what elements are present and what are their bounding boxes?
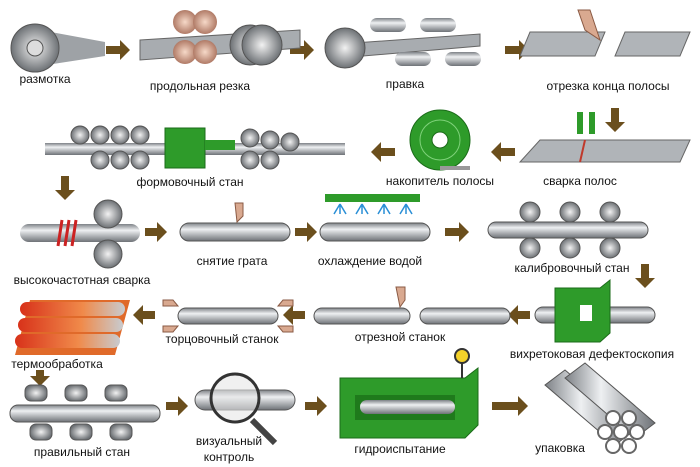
arrow-down	[635, 264, 655, 288]
label-cutting-machine: отрезной станок	[354, 330, 446, 344]
deburring-illustration	[179, 202, 291, 242]
slitting-illustration	[139, 10, 301, 66]
arrow-right	[290, 40, 314, 60]
packing-illustration	[544, 362, 656, 454]
arrow-right	[106, 40, 130, 60]
label-strip-end-cutting: отрезка конца полосы	[546, 79, 670, 93]
heat-treatment-illustration	[15, 300, 130, 355]
strip-end-cutting-illustration	[519, 9, 691, 57]
strip-welding-illustration	[518, 112, 691, 163]
unwinding-coil-illustration	[10, 23, 105, 73]
arrow-left	[133, 305, 155, 325]
visual-inspection-illustration	[194, 372, 296, 446]
arrow-right	[295, 222, 317, 242]
flow-arrows	[30, 40, 655, 416]
cutting-machine-illustration	[313, 286, 511, 325]
arrow-down	[55, 176, 75, 200]
eddy-current-illustration	[534, 278, 656, 343]
arrow-left	[508, 305, 530, 325]
forming-mill-illustration	[45, 125, 345, 170]
strip-accumulator-illustration	[409, 109, 471, 171]
label-slitting: продольная резка	[149, 79, 251, 93]
label-packing: упаковка	[535, 441, 585, 455]
label-heat-treatment: термообработка	[11, 357, 103, 371]
label-strip-accumulator: накопитель полосы	[385, 174, 495, 188]
arrow-right	[166, 396, 188, 416]
label-visual-inspection-line1: визуальный	[195, 434, 263, 448]
facing-machine-illustration	[162, 299, 294, 333]
arrow-right	[445, 222, 469, 242]
label-straightening: правка	[385, 77, 425, 91]
label-visual-inspection-line2: контроль	[203, 450, 255, 464]
hf-welding-illustration	[20, 199, 140, 269]
sizing-mill-illustration	[487, 201, 649, 259]
label-unwinding: размотка	[19, 72, 71, 86]
arrow-right	[145, 222, 167, 242]
straightening-mill-illustration	[9, 384, 161, 441]
arrow-right	[305, 396, 327, 416]
arrow-left	[491, 142, 515, 162]
straightening-illustration	[324, 18, 481, 69]
arrow-down	[605, 108, 625, 132]
label-straightening-mill: правильный стан	[33, 445, 131, 459]
label-forming-mill: формовочный стан	[136, 175, 244, 189]
label-strip-welding: сварка полос	[543, 174, 617, 188]
label-sizing-mill: калибровочный стан	[514, 261, 630, 275]
label-hf-welding: высокочастотная сварка	[13, 273, 151, 287]
label-facing-machine: торцовочный станок	[165, 332, 279, 346]
hydro-testing-illustration	[339, 348, 479, 439]
label-deburring: снятие грата	[196, 254, 268, 268]
label-eddy-current: вихретоковая дефектоскопия	[509, 347, 675, 361]
water-cooling-illustration	[319, 194, 431, 242]
arrow-right	[492, 396, 528, 416]
arrow-down	[30, 370, 50, 386]
label-hydro-testing: гидроиспытание	[354, 442, 446, 456]
label-water-cooling: охлаждение водой	[317, 254, 423, 268]
arrow-left	[371, 142, 395, 162]
arrow-left	[283, 305, 305, 325]
